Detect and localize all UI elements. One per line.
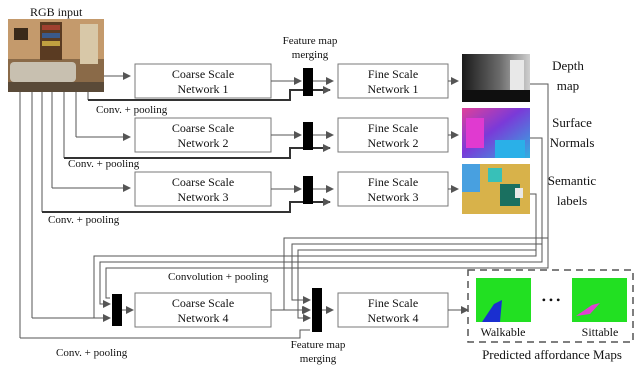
convolution-pooling-label: Convolution + pooling: [168, 271, 269, 283]
depth-map-label-line2: map: [557, 78, 579, 93]
walkable-map: [476, 278, 531, 322]
conv-pooling-label-3: Conv. + pooling: [48, 214, 120, 226]
affordance-caption: Predicted affordance Maps: [482, 347, 622, 362]
semantic-labels-label-line1: Semantic: [548, 173, 597, 188]
merge-bar-coarse-4: [112, 294, 122, 326]
conv-pooling-label-2: Conv. + pooling: [68, 158, 140, 170]
fine-to-output-wires: [448, 77, 469, 314]
walkable-label: Walkable: [480, 325, 525, 339]
coarse-network-2-line2: Network 2: [178, 136, 229, 150]
feature-merge-top-line2: merging: [292, 49, 329, 61]
coarse-network-1-line2: Network 1: [178, 82, 229, 96]
surface-normals-image: [462, 108, 530, 158]
depth-map-label-line1: Depth: [552, 58, 584, 73]
ellipsis: • • •: [542, 293, 561, 307]
fine-network-3-line2: Network 3: [368, 190, 419, 204]
feature-merge-bottom-line2: merging: [300, 353, 337, 365]
coarse-network-3: Coarse Scale Network 3: [134, 171, 272, 207]
fine-network-3-line1: Fine Scale: [368, 175, 418, 189]
affordance-panel: Walkable • • • Sittable: [467, 269, 634, 343]
feature-merge-bottom-line1: Feature map: [291, 339, 346, 351]
merge-bar-2: [303, 122, 313, 150]
coarse-network-2-line1: Coarse Scale: [172, 121, 234, 135]
rgb-input-image: [8, 19, 104, 92]
merge-bar-fine-4: [312, 288, 322, 332]
sittable-label: Sittable: [582, 325, 619, 339]
conv-pooling-label-1: Conv. + pooling: [96, 104, 168, 116]
fine-network-2: Fine Scale Network 2: [337, 117, 449, 153]
coarse-network-4-line1: Coarse Scale: [172, 296, 234, 310]
fine-network-4-line2: Network 4: [368, 311, 419, 325]
feature-merge-top-line1: Feature map: [283, 35, 338, 47]
fine-network-1-line2: Network 1: [368, 82, 419, 96]
coarse-network-4-line2: Network 4: [178, 311, 229, 325]
coarse-network-1-line1: Coarse Scale: [172, 67, 234, 81]
fine-network-4: Fine Scale Network 4: [337, 292, 449, 328]
semantic-labels-label-line2: labels: [557, 193, 587, 208]
merge-to-fine-wires: [122, 77, 334, 314]
fine-network-2-line2: Network 2: [368, 136, 419, 150]
coarse-network-3-line1: Coarse Scale: [172, 175, 234, 189]
merge-bar-1: [303, 68, 313, 96]
rgb-input-label: RGB input: [30, 5, 83, 19]
fine-network-1: Fine Scale Network 1: [337, 63, 449, 99]
surface-normals-label-line2: Normals: [550, 135, 595, 150]
fine-network-3: Fine Scale Network 3: [337, 171, 449, 207]
surface-normals-label-line1: Surface: [552, 115, 592, 130]
coarse-network-4: Coarse Scale Network 4: [134, 292, 272, 328]
conv-pooling-label-4: Conv. + pooling: [56, 347, 128, 359]
depth-map-image: [462, 54, 530, 102]
merge-bar-3: [303, 176, 313, 204]
coarse-network-2: Coarse Scale Network 2: [134, 117, 272, 153]
fine-network-1-line1: Fine Scale: [368, 67, 418, 81]
fine-network-2-line1: Fine Scale: [368, 121, 418, 135]
fine-network-4-line1: Fine Scale: [368, 296, 418, 310]
coarse-network-3-line2: Network 3: [178, 190, 229, 204]
coarse-network-1: Coarse Scale Network 1: [134, 63, 272, 99]
feedback-wires: [20, 83, 549, 339]
semantic-labels-image: [462, 164, 530, 214]
sittable-map: [572, 278, 627, 322]
